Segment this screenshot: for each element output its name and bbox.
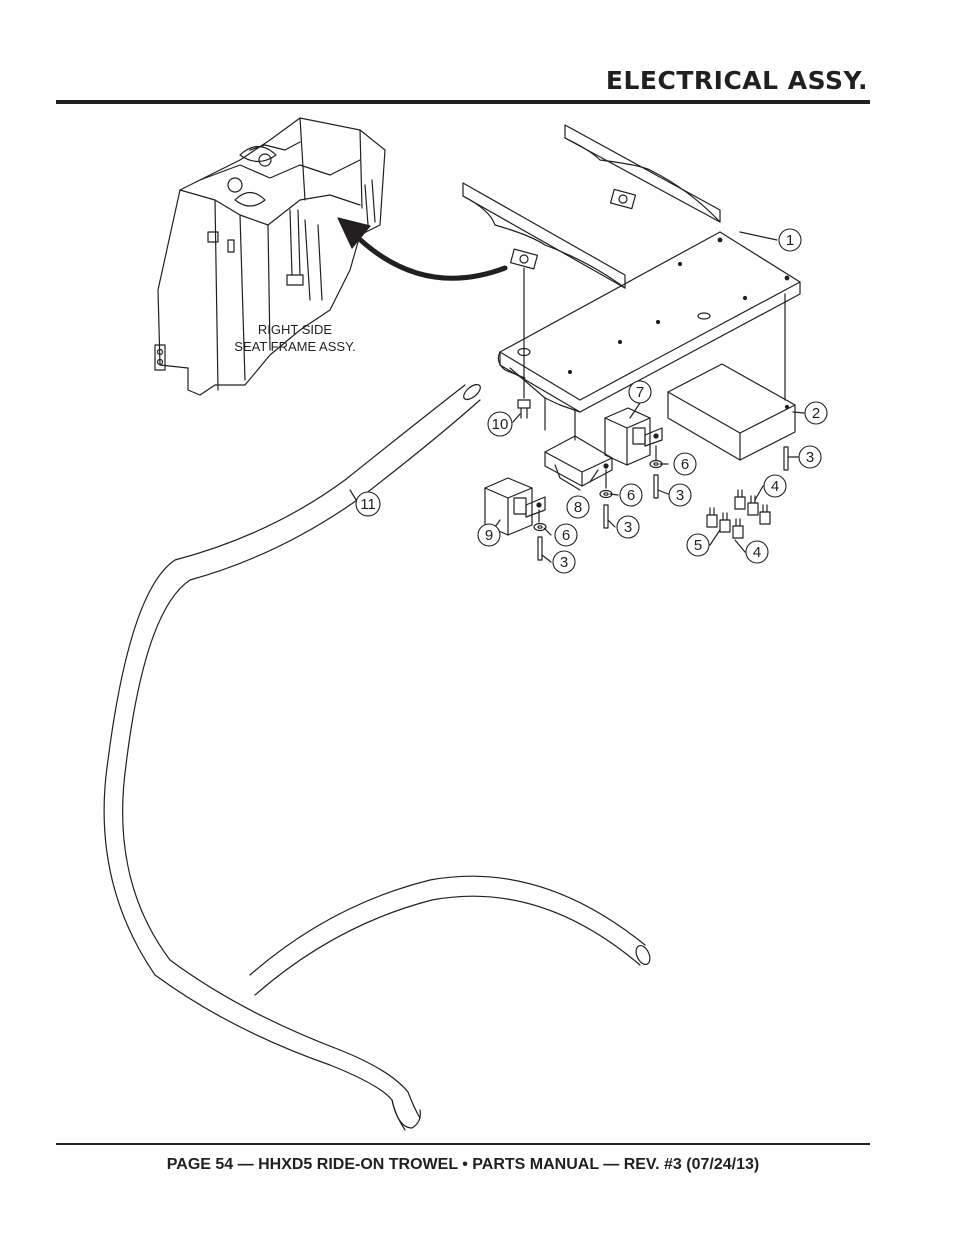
header-rule [56,100,870,104]
callout-7: 7 [636,384,644,401]
callout-6b: 6 [627,487,635,504]
callout-3c: 3 [624,519,632,536]
callout-3d: 3 [560,554,568,571]
callout-2: 2 [812,405,820,422]
callout-1: 1 [786,232,794,249]
callout-10: 10 [492,416,509,433]
callout-9: 9 [485,527,493,544]
fuses [706,489,771,539]
frame-label-line1: RIGHT SIDE [258,322,332,337]
page-footer: PAGE 54 — HHXD5 RIDE-ON TROWEL • PARTS M… [166,1156,760,1173]
callout-4b: 4 [753,544,761,561]
callout-6c: 6 [562,527,570,544]
callout-3a: 3 [806,449,814,466]
control-box [667,363,796,461]
frame-label-line2: SEAT FRAME ASSY. [234,339,355,354]
callout-3b: 3 [676,487,684,504]
callout-4a: 4 [771,478,779,495]
callout-8: 8 [574,499,582,516]
callout-5: 5 [694,537,702,554]
mounting-rails [462,124,721,289]
mounting-plate [497,231,801,441]
footer-rule [56,1143,870,1145]
callout-6a: 6 [681,456,689,473]
callout-11: 11 [360,496,376,513]
installation-arrow [349,229,508,281]
seat-frame-assembly [154,117,386,396]
relay-7 [604,407,663,466]
page-title: ELECTRICAL ASSY. [605,66,868,95]
wire-harness-tube [103,383,651,1131]
module-8 [544,435,613,491]
